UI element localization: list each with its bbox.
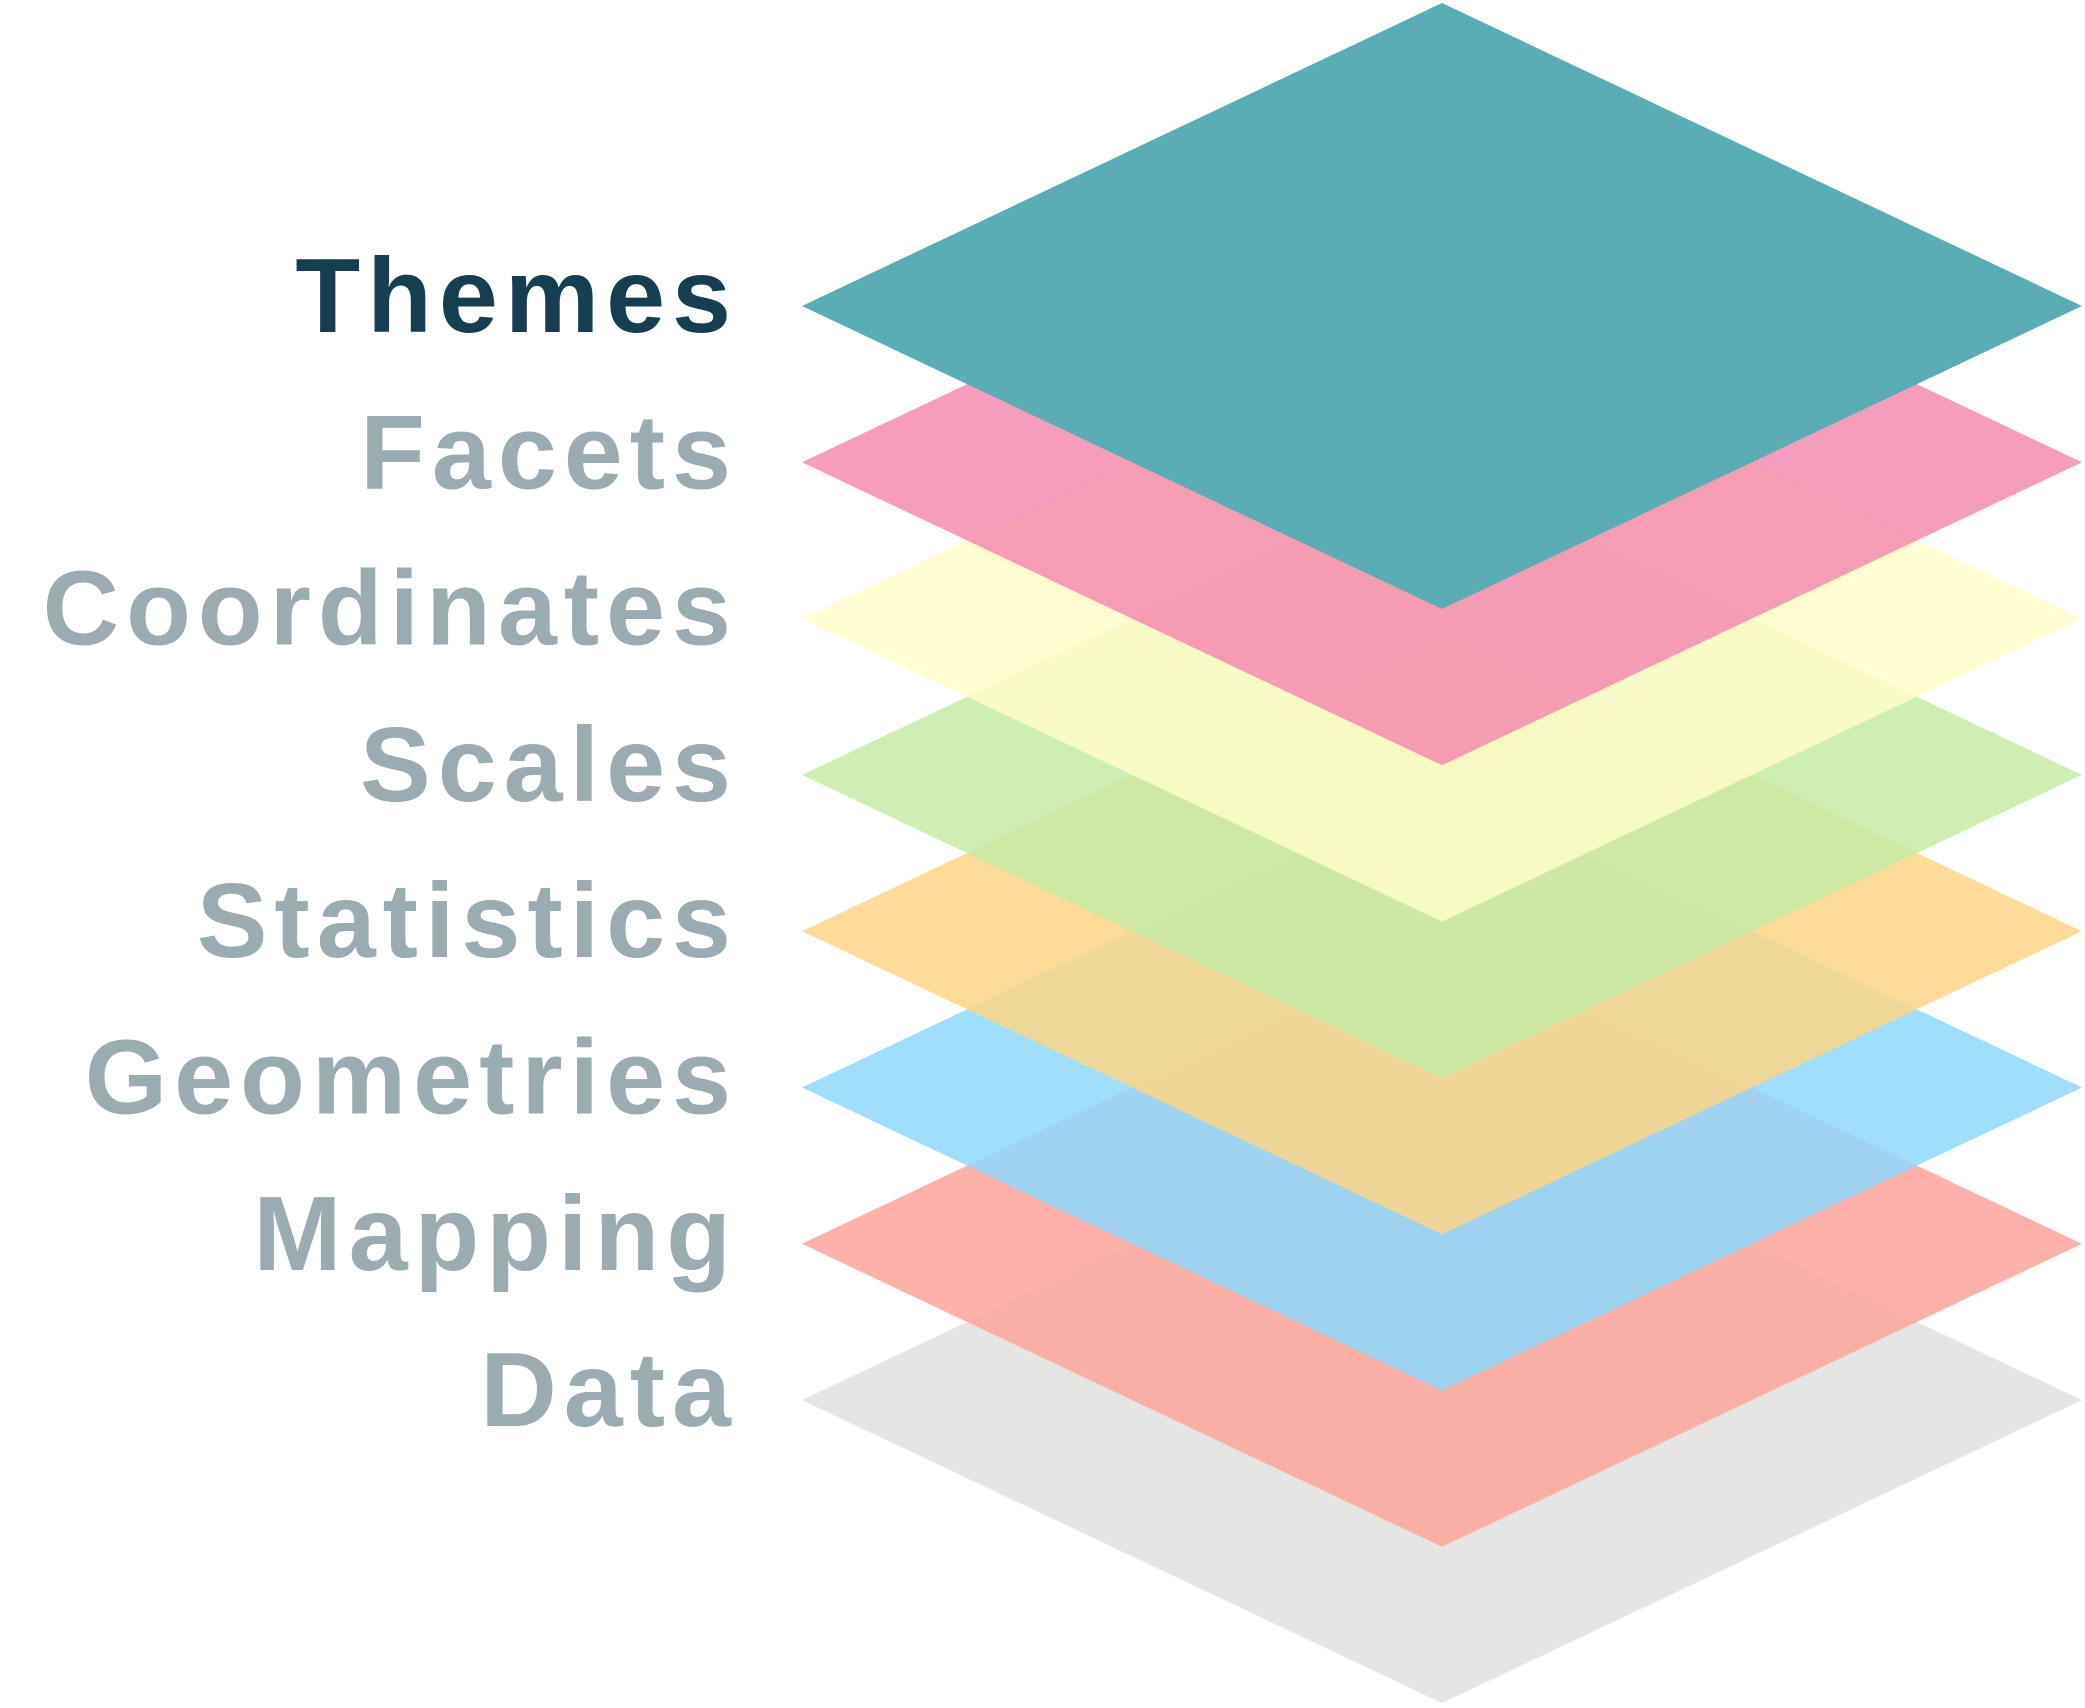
plane-themes [802, 3, 2082, 609]
label-themes: Themes [295, 237, 738, 355]
label-mapping: Mapping [253, 1175, 738, 1293]
label-geometries: Geometries [85, 1019, 738, 1137]
label-scales: Scales [360, 706, 738, 824]
label-coordinates: Coordinates [43, 550, 738, 668]
label-statistics: Statistics [197, 862, 738, 980]
layer-planes [802, 3, 2082, 1704]
label-data: Data [480, 1331, 738, 1449]
layer-labels: ThemesFacetsCoordinatesScalesStatisticsG… [43, 237, 738, 1449]
label-facets: Facets [360, 393, 738, 511]
